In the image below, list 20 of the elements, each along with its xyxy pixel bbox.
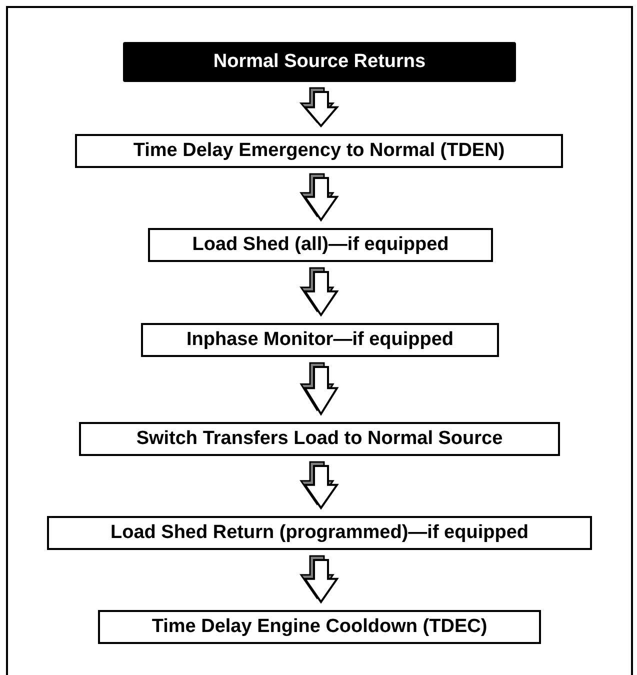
block-arrow — [300, 173, 339, 222]
process-box — [148, 228, 493, 262]
block-arrow — [299, 87, 340, 128]
block-arrow — [300, 362, 339, 416]
block-arrow — [300, 267, 339, 317]
step-text: Load Shed (all)—if equipped — [192, 234, 449, 256]
process-box — [47, 516, 592, 550]
process-box — [75, 134, 563, 168]
step-text: Normal Source Returns — [213, 51, 426, 73]
process-box — [98, 610, 541, 644]
step-text: Switch Transfers Load to Normal Source — [136, 428, 503, 450]
block-arrow — [300, 461, 339, 510]
step-text: Time Delay Emergency to Normal (TDEN) — [133, 140, 505, 162]
step-text: Load Shed Return (programmed)—if equipped — [110, 522, 528, 544]
block-arrow — [300, 555, 339, 604]
process-box — [141, 323, 499, 357]
start-box — [123, 42, 516, 82]
process-box — [79, 422, 560, 456]
step-text: Time Delay Engine Cooldown (TDEC) — [152, 616, 488, 638]
step-text: Inphase Monitor—if equipped — [186, 329, 454, 351]
